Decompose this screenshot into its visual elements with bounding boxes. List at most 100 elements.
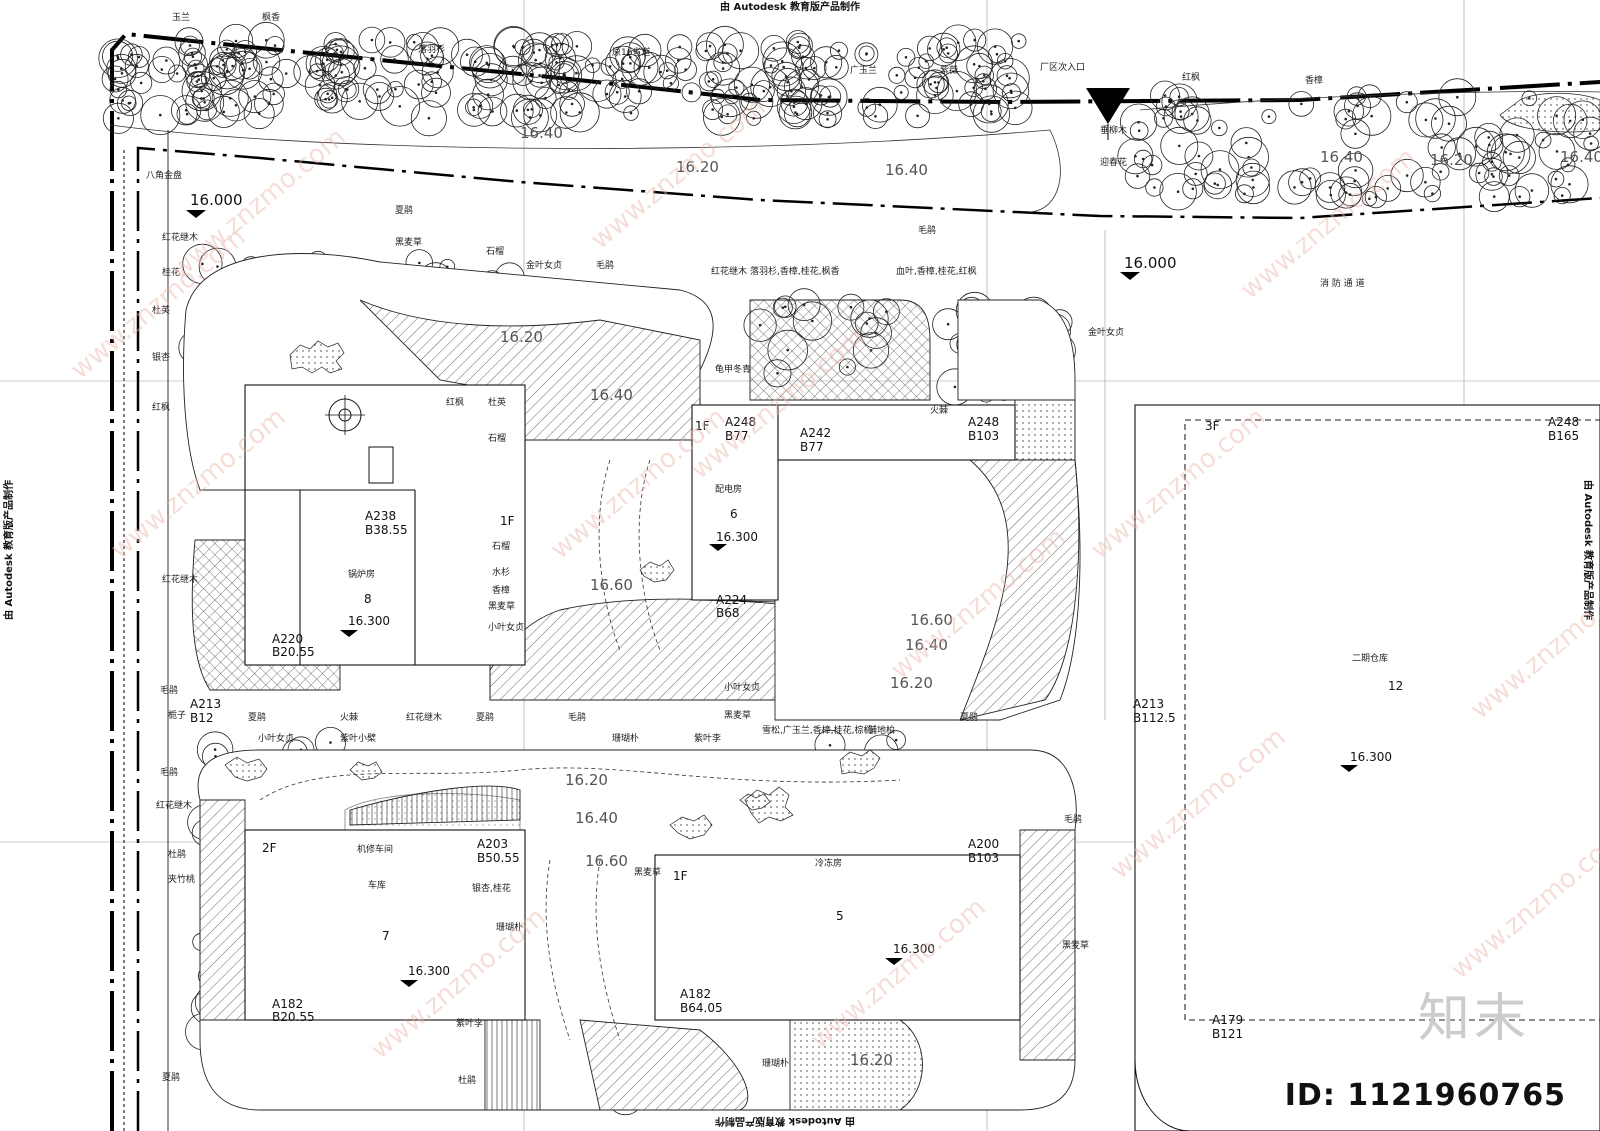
tree-canopy (178, 39, 206, 67)
tree-trunk (804, 66, 808, 70)
tree-canopy (1156, 96, 1176, 117)
tree-canopy (1415, 98, 1456, 139)
tree-trunk (370, 38, 374, 42)
tree-canopy (896, 48, 916, 67)
tree-canopy (1124, 163, 1151, 189)
tree-canopy (1514, 173, 1550, 208)
tree-trunk (595, 80, 599, 84)
tree-canopy (628, 33, 662, 68)
tree-trunk (826, 111, 829, 115)
code-a: A248 (1548, 415, 1579, 429)
plant-label: 红花继木 (711, 265, 747, 277)
floors: 1F (500, 514, 515, 528)
code-b: B20.55 (272, 1010, 315, 1024)
tree-trunk (1439, 170, 1442, 174)
code-a: A220 (272, 632, 303, 646)
tree-trunk (253, 95, 257, 98)
tree-trunk (804, 102, 808, 105)
tree-trunk (1179, 110, 1182, 113)
tree-canopy (1299, 167, 1322, 190)
tree-trunk (659, 70, 662, 74)
tree-trunk (398, 105, 402, 108)
plant-label: 紫叶李 (694, 732, 721, 744)
tree-trunk (878, 103, 882, 106)
tree-canopy (1478, 181, 1510, 213)
tree-trunk (445, 265, 449, 269)
tree-trunk (212, 76, 216, 80)
tree-trunk (637, 90, 641, 93)
tree-trunk (1164, 105, 1168, 108)
tree-trunk (608, 65, 612, 68)
plant-label: 夏鹃 (395, 204, 413, 216)
tree-trunk (188, 44, 192, 47)
tree-trunk (1560, 194, 1564, 197)
tree-trunk (265, 60, 268, 64)
tree-canopy (421, 71, 443, 92)
tree-canopy (784, 100, 811, 128)
tree-trunk (1013, 106, 1017, 110)
tree-canopy (304, 69, 336, 101)
tree-canopy (1338, 182, 1362, 207)
plant-label: 水杉 (492, 566, 510, 578)
plant-label: 夏鹃 (162, 1071, 180, 1083)
tree-trunk (340, 70, 344, 74)
tree-trunk (225, 69, 229, 73)
tree-trunk (550, 43, 554, 47)
tree-canopy (209, 46, 237, 74)
tree-trunk (489, 78, 493, 82)
tree-trunk (1347, 110, 1351, 113)
tree-trunk (241, 68, 245, 72)
tree-canopy (905, 103, 930, 129)
tree-canopy (548, 54, 565, 71)
tree-trunk (200, 89, 204, 93)
tree-trunk (570, 102, 574, 106)
tree-canopy (1288, 168, 1316, 197)
tree-trunk (735, 86, 738, 89)
tree-canopy (316, 82, 348, 114)
tree-trunk (225, 48, 229, 51)
tree-trunk (485, 61, 489, 65)
tree-trunk (269, 77, 273, 81)
tree-trunk (629, 62, 632, 65)
tree-canopy (577, 62, 617, 102)
tree-trunk (160, 68, 164, 71)
plant-label: 黑麦草 (724, 709, 751, 721)
tree-canopy (992, 72, 1030, 109)
tree-trunk (1431, 192, 1434, 195)
tree-canopy (980, 101, 1002, 122)
tree-trunk (1300, 102, 1303, 106)
tree-trunk (1518, 156, 1521, 159)
tree-canopy (558, 55, 595, 91)
walkways (259, 459, 901, 1041)
code-a: A182 (680, 987, 711, 1001)
tree-canopy (927, 71, 950, 94)
tree-canopy (101, 65, 129, 93)
tree-trunk (234, 39, 238, 43)
plant-label: 石榴 (492, 540, 510, 552)
code-b: B77 (725, 429, 749, 443)
tree-trunk (728, 96, 732, 100)
tree-canopy (380, 45, 409, 74)
tree-canopy (358, 26, 386, 54)
tree-trunk (120, 72, 124, 75)
tree-trunk (794, 111, 797, 114)
tree-canopy (1159, 172, 1197, 211)
tree-trunk (473, 60, 477, 63)
tree-canopy (168, 64, 187, 83)
tree-canopy (798, 68, 820, 90)
tree-trunk (1008, 76, 1011, 80)
tree-trunk (628, 55, 632, 59)
tree-trunk (393, 58, 396, 61)
tree-canopy (1002, 83, 1021, 103)
tree-trunk (1490, 173, 1494, 176)
tree-canopy (861, 86, 898, 123)
tree-trunk (1355, 94, 1358, 98)
watermark-text: www.znzmo.com (105, 402, 291, 565)
tree-trunk (1329, 193, 1333, 197)
tree-trunk (333, 51, 336, 55)
tree-trunk (159, 113, 162, 117)
tree-canopy (733, 66, 770, 103)
tree-trunk (946, 322, 950, 326)
tree-canopy (192, 87, 215, 110)
plant-label: 毛鹃 (918, 224, 936, 236)
